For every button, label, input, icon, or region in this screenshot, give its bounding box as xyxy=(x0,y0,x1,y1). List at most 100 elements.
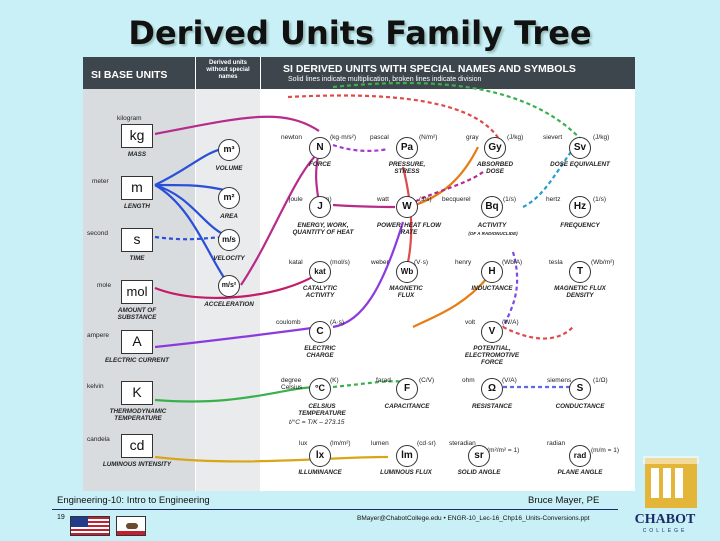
base-unit-quantity: LUMINOUS INTENSITY xyxy=(102,461,172,468)
middle-unit-quantity: VOLUME xyxy=(215,165,243,172)
derived-unit-name: ohm xyxy=(462,377,475,384)
derived-unit-symbol: T xyxy=(569,261,591,283)
derived-unit-quantity: ELECTRIC CHARGE xyxy=(304,345,336,359)
derived-unit-symbol: H xyxy=(481,261,503,283)
base-unit-symbol: K xyxy=(121,381,153,405)
derived-unit-name: steradian xyxy=(449,440,476,447)
us-flag-icon xyxy=(70,516,110,536)
derived-unit-def: (1/s) xyxy=(593,196,606,203)
logo-subtext: COLLEGE xyxy=(642,528,688,534)
derived-unit-symbol: Ω xyxy=(481,378,503,400)
derived-unit-quantity: ABSORBED DOSE xyxy=(476,161,514,175)
middle-unit-quantity: ACCELERATION xyxy=(204,301,254,308)
derived-unit-name: katal xyxy=(289,259,303,266)
base-unit-quantity: THERMODYNAMIC TEMPERATURE xyxy=(109,408,167,422)
base-unit-symbol: A xyxy=(121,330,153,354)
derived-unit-quantity: MAGNETIC FLUX DENSITY xyxy=(554,285,606,299)
derived-unit-quantity: RESISTANCE xyxy=(471,403,513,410)
derived-unit-name: becquerel xyxy=(442,196,471,203)
derived-unit-symbol: N xyxy=(309,137,331,159)
derived-unit-symbol: lx xyxy=(309,445,331,467)
base-unit-quantity: MASS xyxy=(127,151,147,158)
logo-text: CHABOT xyxy=(634,512,696,527)
base-unit-name: mole xyxy=(97,282,112,289)
derived-unit-def: (V·s) xyxy=(414,259,429,266)
base-unit-quantity: ELECTRIC CURRENT xyxy=(104,357,170,364)
derived-unit-symbol: kat xyxy=(309,261,331,283)
california-flag-stripe xyxy=(117,531,145,535)
derived-unit-symbol: rad xyxy=(569,445,591,467)
base-unit-quantity: LENGTH xyxy=(124,203,150,210)
base-unit-name: second xyxy=(87,230,108,237)
middle-unit-symbol: m³ xyxy=(218,139,240,161)
california-flag-icon xyxy=(116,516,146,536)
derived-unit-def: (J/kg) xyxy=(593,134,610,141)
derived-unit-def: (1/s) xyxy=(503,196,516,203)
derived-unit-quantity: ILLUMINANCE xyxy=(298,469,342,476)
base-unit-symbol: m xyxy=(121,176,153,200)
derived-unit-def: (J/s) xyxy=(419,196,432,203)
base-unit-quantity: AMOUNT OF SUBSTANCE xyxy=(117,307,157,321)
derived-unit-symbol: Bq xyxy=(481,196,503,218)
base-unit-symbol: mol xyxy=(121,280,153,304)
derived-unit-def: (m/m = 1) xyxy=(591,447,619,454)
derived-unit-quantity: CONDUCTANCE xyxy=(555,403,605,410)
author-label: Bruce Mayer, PE xyxy=(528,495,600,506)
derived-unit-def: (lm/m²) xyxy=(330,440,351,447)
derived-unit-def: (kg·m/s²) xyxy=(330,134,356,141)
base-unit-symbol: cd xyxy=(121,434,153,458)
derived-unit-name: lux xyxy=(299,440,308,447)
derived-unit-symbol: V xyxy=(481,321,503,343)
derived-unit-quantity: LUMINOUS FLUX xyxy=(380,469,432,476)
derived-unit-quantity: FREQUENCY xyxy=(560,222,600,229)
derived-unit-symbol: sr xyxy=(468,445,490,467)
derived-unit-quantity: CAPACITANCE xyxy=(384,403,430,410)
derived-unit-def: (K) xyxy=(330,377,339,384)
derived-unit-def: (m²/m² = 1) xyxy=(487,447,520,454)
base-unit-name: candela xyxy=(87,436,110,443)
derived-unit-quantity: CELSIUS TEMPERATURE xyxy=(298,403,346,417)
derived-unit-def: (N/m²) xyxy=(419,134,438,141)
base-unit-name: kelvin xyxy=(87,383,104,390)
derived-unit-quantity: INDUCTANCE xyxy=(471,285,513,292)
derived-unit-quantity: PRESSURE, STRESS xyxy=(388,161,426,175)
derived-unit-def: (mol/s) xyxy=(330,259,350,266)
derived-unit-def: (A·s) xyxy=(330,319,345,326)
us-flag-canton xyxy=(71,517,88,527)
chabot-logo-icon xyxy=(643,456,699,508)
course-label: Engineering-10: Intro to Engineering xyxy=(57,495,210,506)
middle-unit-quantity: VELOCITY xyxy=(213,255,245,262)
derived-unit-symbol: S xyxy=(569,378,591,400)
derived-unit-symbol: Hz xyxy=(569,196,591,218)
derived-unit-name: farad xyxy=(376,377,391,384)
derived-unit-def: (Wb/A) xyxy=(502,259,523,266)
derived-unit-quantity: CATALYTIC ACTIVITY xyxy=(302,285,338,299)
middle-header: Derived units without special names xyxy=(196,57,260,89)
derived-unit-symbol: Gy xyxy=(484,137,506,159)
middle-column xyxy=(196,57,260,491)
derived-unit-formula: t/°C = T/K – 273.15 xyxy=(289,419,345,426)
middle-unit-symbol: m² xyxy=(218,187,240,209)
derived-unit-note: (OF A RADIONUCLIDE) xyxy=(468,231,518,236)
derived-unit-name: siemens xyxy=(547,377,572,384)
derived-unit-def: (1/Ω) xyxy=(593,377,608,384)
derived-unit-def: (W/A) xyxy=(502,319,519,326)
derived-unit-name: joule xyxy=(289,196,303,203)
derived-unit-name: degree Celsius xyxy=(281,377,303,391)
derived-unit-symbol: F xyxy=(396,378,418,400)
derived-unit-symbol: lm xyxy=(396,445,418,467)
connector-lines xyxy=(154,81,589,463)
derived-unit-symbol: Sv xyxy=(569,137,591,159)
derived-unit-def: (cd·sr) xyxy=(417,440,436,447)
derived-header-title: SI DERIVED UNITS WITH SPECIAL NAMES AND … xyxy=(283,63,576,75)
derived-unit-name: tesla xyxy=(549,259,563,266)
derived-unit-name: pascal xyxy=(370,134,389,141)
base-unit-name: ampere xyxy=(87,332,110,339)
derived-unit-name: gray xyxy=(466,134,479,141)
derived-unit-name: sievert xyxy=(543,134,563,141)
footer-divider xyxy=(52,509,618,510)
derived-unit-name: henry xyxy=(455,259,472,266)
derived-unit-quantity: ENERGY, WORK, QUANTITY OF HEAT xyxy=(292,222,354,236)
derived-unit-name: watt xyxy=(377,196,389,203)
base-unit-name: meter xyxy=(92,178,109,185)
